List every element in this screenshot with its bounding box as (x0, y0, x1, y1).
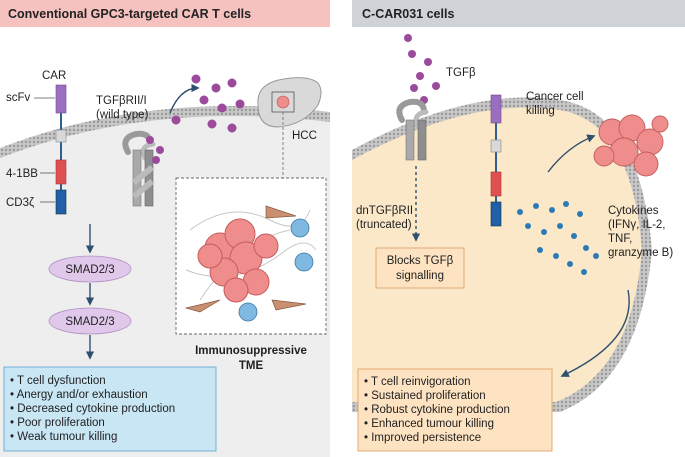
right-outcomes-box: • T cell reinvigoration • Sustained prol… (357, 368, 553, 452)
killing-label-2: killing (526, 105, 555, 117)
dn-tgfb-receptor (396, 98, 429, 161)
outcome-arrow (560, 289, 630, 377)
cytokine-line-2: TNF, (608, 233, 632, 245)
right-header-bar (352, 0, 685, 27)
smad-label-2: SMAD2/3 (65, 316, 114, 328)
tme-label-line1: Immunosuppressive (195, 345, 307, 357)
car-construct (55, 84, 67, 215)
41bb-label: 4-1BB (6, 168, 38, 180)
wildtype-tgfb-receptor (122, 130, 156, 207)
left-outcome-0: • T cell dysfunction (10, 375, 106, 387)
right-outcome-4: • Improved persistence (364, 432, 481, 444)
left-panel-title: Conventional GPC3-targeted CAR T cells (8, 7, 251, 21)
tgfb-ligands-left (146, 74, 245, 164)
block-label-2: signalling (396, 270, 444, 282)
hcc-label: HCC (292, 130, 317, 142)
cytokine-line-1: (IFNγ, IL-2, (608, 219, 666, 231)
cd3z-domain (55, 189, 67, 215)
cd3z-label: CD3ζ (6, 197, 34, 209)
right-panel-title: C-CAR031 cells (362, 7, 454, 21)
right-panel: C-CAR031 cells TGFβ dnTGFβRII (truncated… (352, 0, 685, 452)
block-label-1: Blocks TGFβ (387, 255, 454, 267)
tgfb-label: TGFβ (446, 67, 476, 79)
left-outcome-2: • Decreased cytokine production (10, 403, 175, 415)
blocks-signalling-box: Blocks TGFβ signalling (375, 247, 465, 289)
right-outcome-2: • Robust cytokine production (364, 404, 510, 416)
hinge-domain (55, 129, 67, 143)
right-cell (352, 97, 652, 412)
tumour-cluster (197, 218, 279, 303)
tme-label-line2: TME (239, 360, 264, 372)
scfv-domain (55, 84, 67, 114)
left-outcome-3: • Poor proliferation (10, 417, 105, 429)
dying-tumour-cells (593, 114, 669, 177)
tme-inset (175, 177, 327, 335)
liver-icon (257, 77, 322, 128)
car-construct-right (490, 94, 502, 227)
smad-node-1: SMAD2/3 (48, 255, 132, 283)
tgfb-ligands-right (404, 34, 440, 104)
left-panel: Conventional GPC3-targeted CAR T cells C… (0, 0, 330, 457)
41bb-domain (55, 159, 67, 185)
stromal-cells (184, 205, 307, 313)
left-outcome-1: • Anergy and/or exhaustion (10, 389, 148, 401)
left-outcome-4: • Weak tumour killing (10, 431, 117, 443)
cytokine-line-0: Cytokines (608, 205, 659, 217)
scfv-label: scFv (6, 92, 31, 104)
left-header-bar (0, 0, 330, 27)
receptor-label-line2: (wild type) (96, 109, 149, 121)
right-outcome-0: • T cell reinvigoration (364, 376, 471, 388)
cytokine-line-3: granzyme B) (608, 247, 673, 259)
smad-node-2: SMAD2/3 (48, 307, 132, 335)
cytokine-particles (517, 201, 599, 275)
right-outcome-1: • Sustained proliferation (364, 390, 486, 402)
right-outcome-3: • Enhanced tumour killing (364, 418, 494, 430)
ligand-arrow (169, 83, 200, 114)
receptor-label-line1: TGFβRII/I (96, 95, 147, 107)
dn-receptor-label-1: dnTGFβRII (356, 205, 413, 217)
killing-label-1: Cancer cell (526, 91, 584, 103)
immune-cells (238, 218, 314, 322)
smad-label-1: SMAD2/3 (65, 264, 114, 276)
dn-receptor-label-2: (truncated) (356, 219, 412, 231)
killing-arrow (547, 134, 596, 173)
car-label: CAR (42, 70, 66, 82)
left-outcomes-box: • T cell dysfunction • Anergy and/or exh… (3, 366, 217, 452)
